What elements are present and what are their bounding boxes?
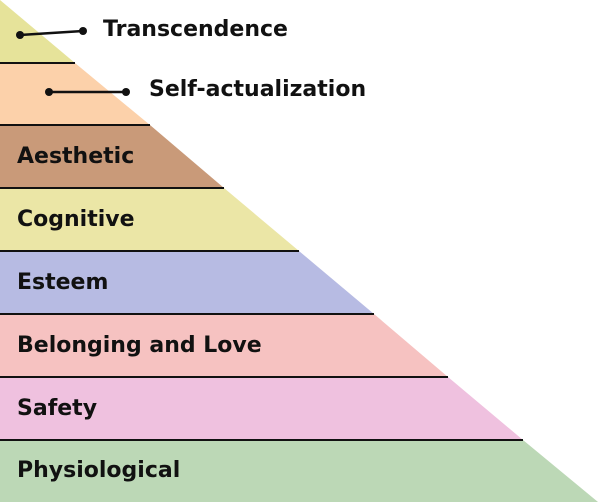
label-physiological: Physiological	[17, 458, 180, 483]
callout-self-actualization	[45, 88, 130, 96]
callout-transcendence	[16, 27, 87, 39]
label-safety: Safety	[17, 396, 97, 421]
band-cognitive	[0, 188, 299, 251]
band-aesthetic	[0, 125, 224, 188]
band-safety	[0, 377, 523, 440]
band-transcendence	[0, 0, 75, 63]
band-esteem	[0, 251, 374, 314]
label-self-actualization: Self-actualization	[149, 77, 366, 102]
band-physiological	[0, 440, 598, 502]
label-transcendence: Transcendence	[103, 17, 288, 42]
label-esteem: Esteem	[17, 270, 108, 295]
label-belonging-and-love: Belonging and Love	[17, 333, 262, 358]
band-belonging-and-love	[0, 314, 448, 377]
label-aesthetic: Aesthetic	[17, 144, 134, 169]
band-self-actualization	[0, 63, 150, 125]
band-dividers	[0, 62, 523, 441]
label-cognitive: Cognitive	[17, 207, 135, 232]
